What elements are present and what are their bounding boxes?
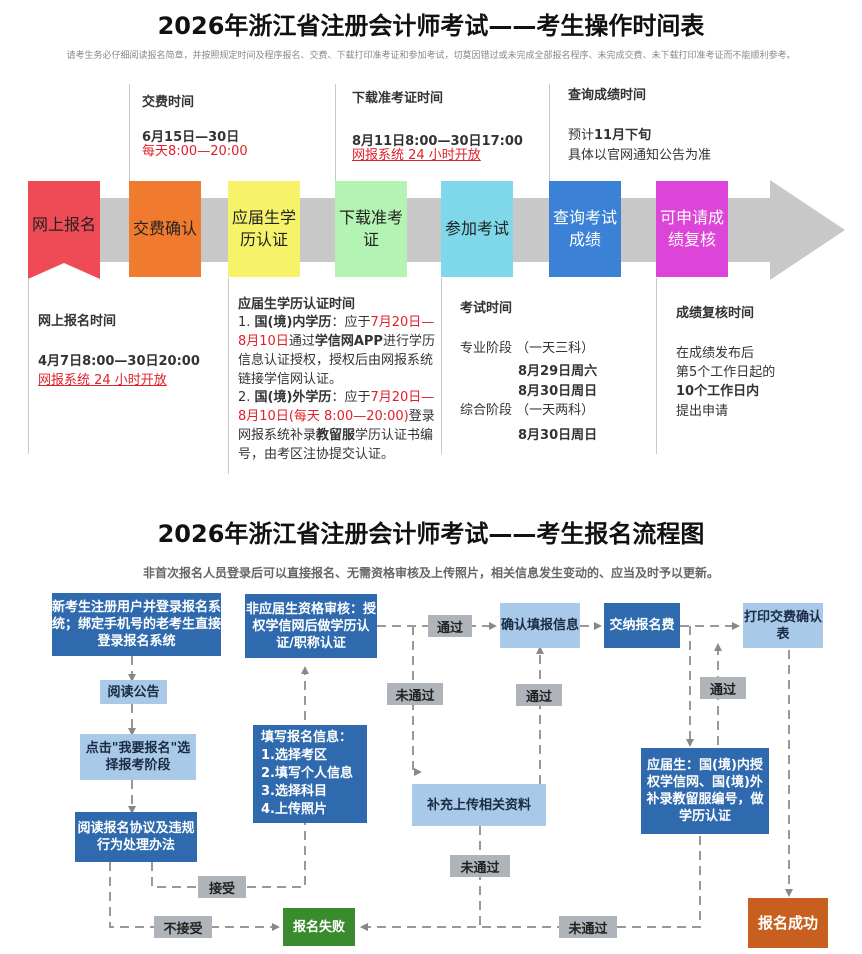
exam-time-title: 考试时间	[460, 301, 513, 316]
register-date: 4月7日8:00—30日20:00	[38, 354, 200, 369]
register-note: 网报系统 24 小时开放	[38, 373, 167, 388]
step-exam-label: 参加考试	[444, 219, 509, 238]
step-cert-label: 应届生学历认证	[231, 208, 296, 249]
review-time-title: 成绩复核时间	[676, 306, 755, 321]
step-cert: 应届生学历认证	[228, 181, 300, 277]
cert-domestic-num: 1.	[238, 315, 255, 330]
read-agreement-box: 阅读报名协议及违规行为处理办法	[75, 812, 197, 862]
accept-label: 接受	[198, 876, 246, 898]
separator	[228, 278, 229, 474]
reject-label: 不接受	[154, 916, 212, 938]
cert-foreign-type: 国(境)外学历	[254, 390, 332, 405]
cert-domestic-type: 国(境)内学历	[254, 315, 332, 330]
step-admit: 下载准考证	[335, 181, 407, 277]
step-fee: 交费确认	[129, 181, 201, 277]
score-time-title: 查询成绩时间	[568, 88, 647, 103]
pass-label-2: 通过	[516, 684, 562, 706]
step-review: 可申请成绩复核	[656, 181, 728, 277]
click-apply-box: 点击"我要报名"选择报考阶段	[80, 734, 196, 780]
separator	[549, 84, 550, 181]
pay-box: 交纳报名费	[604, 603, 680, 648]
review-line1: 在成绩发布后	[676, 346, 755, 361]
read-notice-box: 阅读公告	[100, 680, 167, 704]
not-pass-label-1: 未通过	[387, 683, 443, 705]
confirm-info-box: 确认填报信息	[500, 603, 580, 648]
pass-label-3: 通过	[700, 677, 746, 699]
pass-label-1: 通过	[428, 615, 472, 637]
score-expected-date: 11月下旬	[594, 128, 652, 143]
cert-foreign-date: 7月20日—8月10日(每天 8:00—20:00)	[238, 390, 435, 424]
step-score-label: 查询考试成绩	[552, 208, 617, 249]
exam-comp-stage: 综合阶段 （一天两科）	[460, 403, 595, 418]
fee-daily: 每天8:00—20:00	[142, 144, 248, 159]
flow-subtitle: 非首次报名人员登录后可以直接报名、无需资格审核及上传照片，相关信息发生变动的、应…	[142, 566, 719, 580]
cert-foreign-pre: ：应于	[331, 390, 371, 405]
step-exam: 参加考试	[441, 181, 513, 277]
cert-foreign: 2. 国(境)外学历：应于7月20日—8月10日(每天 8:00—20:00)登…	[238, 388, 435, 464]
step-register-label: 网上报名	[31, 215, 96, 234]
not-pass-label-3: 未通过	[559, 916, 617, 938]
step-register	[28, 181, 100, 279]
timetable-subtitle: 请考生务必仔细阅读报名简章，并按照规定时间及程序报名、交费、下载打印准考证和参加…	[66, 51, 796, 61]
admit-note: 网报系统 24 小时开放	[352, 148, 481, 163]
cert-domestic-desc: 进行学历信息认证授权，授权后由网报系统链接学信网认证。	[238, 334, 435, 387]
step-review-label: 可申请成绩复核	[659, 208, 724, 249]
separator	[441, 278, 442, 454]
review-line4: 提出申请	[676, 404, 729, 419]
separator	[28, 278, 29, 454]
review-line2: 第5个工作日起的	[676, 365, 776, 380]
cert-domestic-via: 通过	[288, 334, 315, 349]
separator	[129, 84, 130, 181]
cert-domestic-pre: ：应于	[331, 315, 371, 330]
register-time-title: 网上报名时间	[38, 314, 117, 329]
separator	[656, 278, 657, 454]
score-expected: 预计11月下旬	[568, 126, 651, 145]
admit-time-title: 下载准考证时间	[352, 91, 444, 106]
exam-pro-stage: 专业阶段 （一天三科）	[460, 341, 595, 356]
flow-title: 2026年浙江省注册会计师考试——考生报名流程图	[157, 520, 705, 548]
score-note: 具体以官网通知公告为准	[568, 148, 712, 163]
fill-info-box: 填写报名信息： 1.选择考区 2.填写个人信息 3.选择科目 4.上传照片	[253, 725, 367, 823]
review-line3: 10个工作日内	[676, 384, 760, 399]
step-admit-label: 下载准考证	[338, 208, 403, 249]
fee-date: 6月15日—30日	[142, 130, 240, 145]
cert-foreign-num: 2.	[238, 390, 255, 405]
supplement-box: 补充上传相关资料	[412, 784, 546, 826]
print-box: 打印交费确认表	[743, 603, 823, 648]
exam-pro-day2: 8月30日周日	[518, 384, 598, 399]
step-fee-label: 交费确认	[132, 219, 197, 238]
grad-box: 应届生：国(境)内授权学信网、国(境)外补录教留服编号，做学历认证	[641, 748, 769, 834]
success-box: 报名成功	[748, 898, 828, 948]
timetable-title: 2026年浙江省注册会计师考试——考生操作时间表	[157, 12, 705, 40]
cert-foreign-via: 登录网报系统补录	[238, 409, 435, 443]
admit-date: 8月11日8:00—30日17:00	[352, 134, 523, 149]
fee-time-title: 交费时间	[142, 95, 195, 110]
separator	[335, 84, 336, 181]
cert-domestic: 1. 国(境)内学历：应于7月20日—8月10日通过学信网APP进行学历信息认证…	[238, 313, 435, 389]
exam-pro-day1: 8月29日周六	[518, 364, 598, 379]
exam-comp-day1: 8月30日周日	[518, 428, 598, 443]
cert-domestic-app: 学信网APP	[314, 334, 383, 349]
cert-foreign-desc: 学历认证书编号，由考区注协提交认证。	[238, 428, 434, 462]
not-pass-label-2: 未通过	[450, 855, 510, 877]
new-user-box: 新考生注册用户并登录报名系统；绑定手机号的老考生直接登录报名系统	[52, 593, 221, 656]
cert-domestic-date: 7月20日—8月10日	[238, 315, 435, 349]
cert-foreign-org: 教留服	[316, 428, 356, 443]
cert-time-title: 应届生学历认证时间	[238, 297, 356, 312]
step-score: 查询考试成绩	[549, 181, 621, 277]
score-expected-pre: 预计	[568, 128, 595, 143]
fail-box: 报名失败	[283, 908, 355, 946]
non-grad-box: 非应届生资格审核：授权学信网后做学历认证/职称认证	[245, 594, 377, 658]
